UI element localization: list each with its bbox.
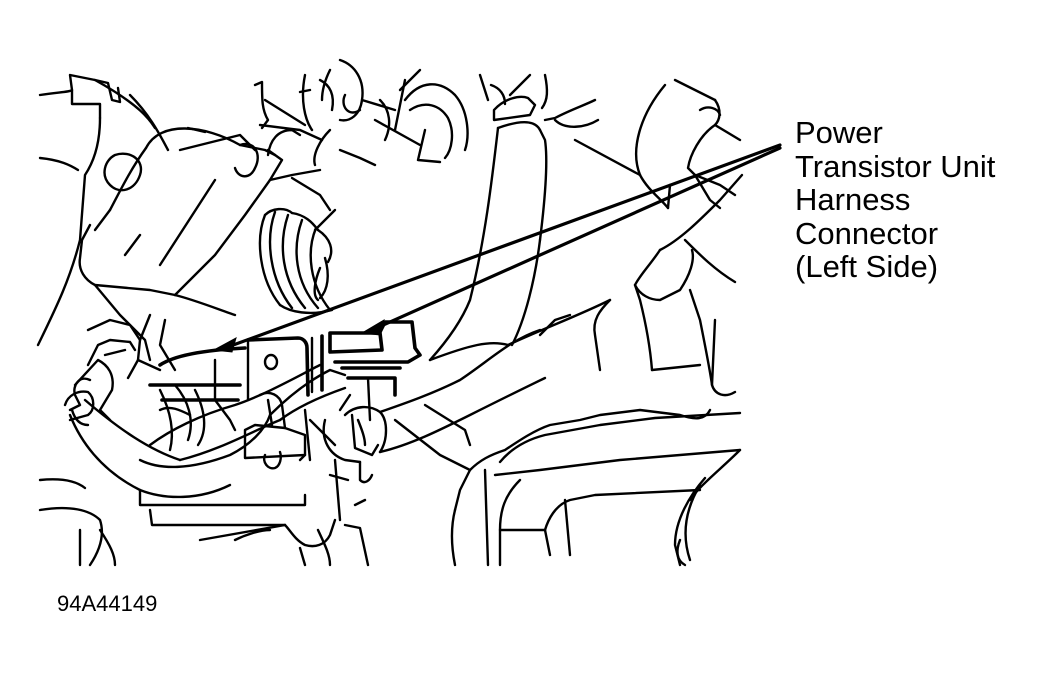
- right-mid-structure: [428, 238, 737, 397]
- bellows-boot: [258, 207, 334, 315]
- leader-arrowhead-left: [212, 336, 237, 353]
- lower-engine-block: [38, 458, 370, 567]
- upper-left-casting: [36, 73, 170, 347]
- transistor-unit-body: [78, 126, 284, 372]
- callout-line-1: Power: [795, 115, 883, 150]
- callout-line-2: Transistor Unit: [795, 148, 996, 184]
- lower-right-frame: [423, 403, 742, 567]
- hose-clamp: [243, 391, 337, 470]
- center-bracket: [253, 58, 422, 232]
- left-plug: [63, 313, 162, 427]
- callout-leaders: [212, 143, 782, 353]
- leader-arrowhead-right: [360, 318, 385, 336]
- connector-assembly: [148, 320, 422, 422]
- right-hose-clamp: [322, 328, 547, 484]
- callout-line-5: (Left Side): [795, 249, 939, 284]
- upper-right-housing: [573, 78, 744, 252]
- callout-line-4: Connector: [795, 215, 939, 251]
- figure-id-label: 94A44149: [57, 591, 158, 616]
- callout-line-3: Harness: [795, 182, 911, 217]
- upper-hose: [398, 68, 600, 362]
- component-callout-label: Power Transistor Unit Harness Connector …: [795, 116, 995, 284]
